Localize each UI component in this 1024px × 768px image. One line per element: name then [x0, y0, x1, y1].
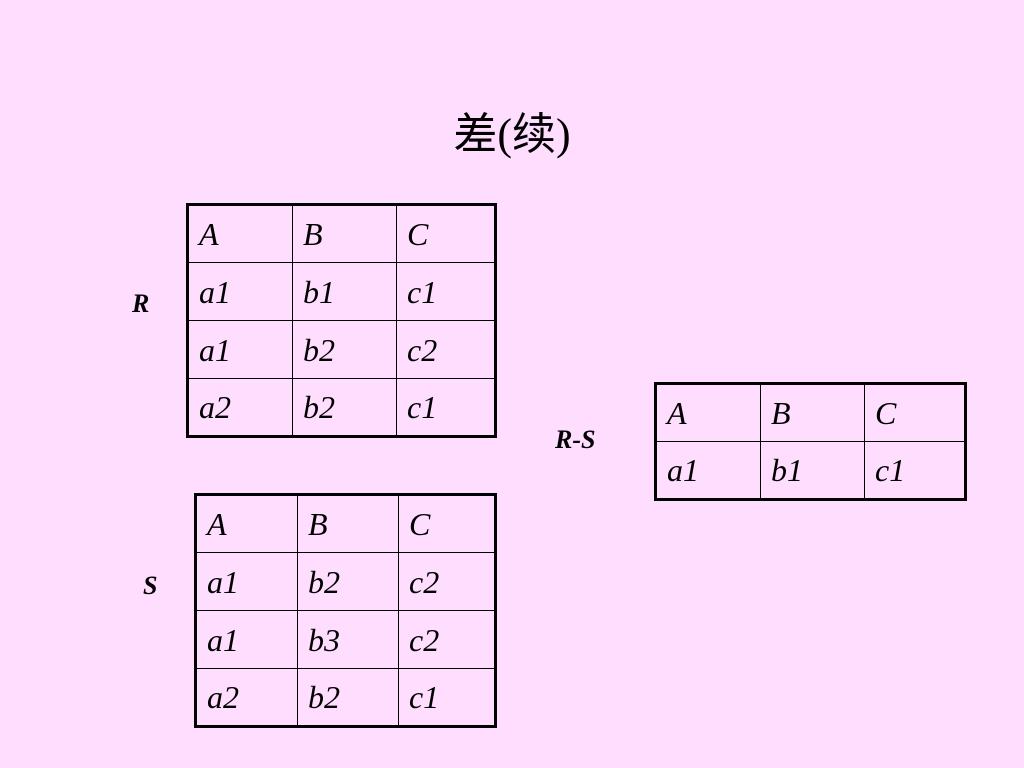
table-cell: b1 — [292, 262, 397, 321]
table-cell: c2 — [396, 320, 496, 379]
table-cell: c2 — [398, 552, 496, 611]
relation-r-label: R — [132, 289, 150, 318]
table-cell: B — [760, 383, 865, 442]
table-cell: a1 — [187, 320, 293, 379]
table-cell: b2 — [297, 552, 399, 611]
relation-r-minus-s-label: R-S — [555, 425, 596, 454]
relation-s-label: S — [143, 571, 158, 600]
table-cell: a1 — [195, 552, 298, 611]
table-cell: A — [187, 204, 293, 263]
table-cell: a2 — [187, 378, 293, 437]
table-cell: a1 — [195, 610, 298, 669]
table-row: a1 b2 c2 — [187, 320, 496, 379]
table-cell: A — [195, 494, 298, 553]
table-cell: a2 — [195, 668, 298, 727]
table-cell: c2 — [398, 610, 496, 669]
table-header-row: A B C — [187, 204, 496, 263]
table-cell: B — [297, 494, 399, 553]
table-cell: a1 — [187, 262, 293, 321]
slide-title: 差(续) — [453, 110, 571, 159]
table-cell: a1 — [655, 441, 761, 500]
relation-s-table: A B C a1 b2 c2 a1 b3 c2 a2 b2 c1 — [194, 493, 497, 728]
table-cell: c1 — [396, 262, 496, 321]
table-cell: c1 — [864, 441, 966, 500]
table-cell: C — [396, 204, 496, 263]
table-cell: b1 — [760, 441, 865, 500]
table-cell: c1 — [398, 668, 496, 727]
table-cell: b2 — [297, 668, 399, 727]
table-row: a1 b2 c2 — [195, 552, 496, 611]
table-cell: b2 — [292, 378, 397, 437]
table-cell: b2 — [292, 320, 397, 379]
table-cell: C — [864, 383, 966, 442]
table-header-row: A B C — [655, 383, 966, 442]
table-row: a1 b1 c1 — [655, 441, 966, 500]
table-cell: A — [655, 383, 761, 442]
table-header-row: A B C — [195, 494, 496, 553]
relation-r-table: A B C a1 b1 c1 a1 b2 c2 a2 b2 c1 — [186, 203, 497, 438]
table-row: a1 b3 c2 — [195, 610, 496, 669]
relation-r-minus-s-table: A B C a1 b1 c1 — [654, 382, 967, 501]
table-cell: c1 — [396, 378, 496, 437]
table-cell: C — [398, 494, 496, 553]
table-row: a2 b2 c1 — [187, 378, 496, 437]
table-cell: b3 — [297, 610, 399, 669]
table-cell: B — [292, 204, 397, 263]
table-row: a1 b1 c1 — [187, 262, 496, 321]
table-row: a2 b2 c1 — [195, 668, 496, 727]
